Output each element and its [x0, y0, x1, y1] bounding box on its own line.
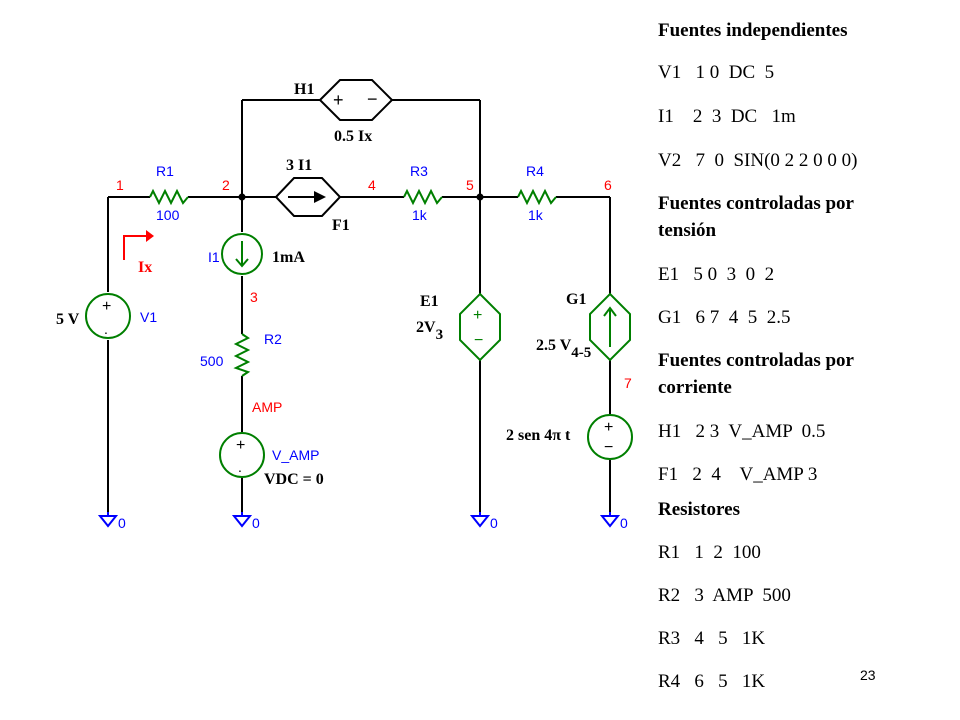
v1-value: 5 V	[56, 311, 80, 328]
netlist-line-r3: R3 4 5 1K	[658, 628, 766, 649]
ground-icon-v1	[97, 512, 119, 528]
v1-name: V1	[140, 309, 157, 325]
ground-icon-vamp	[231, 512, 253, 528]
ground-label-e1: 0	[490, 515, 498, 531]
i1-arrowhead-icon	[235, 258, 249, 268]
netlist-line-f1: F1 2 4 V_AMP 3	[658, 464, 818, 485]
section-heading-independent: Fuentes independientes	[658, 20, 848, 41]
resistor-r1	[149, 188, 189, 206]
resistor-r4	[517, 188, 557, 206]
i1-value: 1mA	[272, 249, 305, 266]
f1-value: 3 I1	[286, 157, 312, 174]
section-heading-voltage-controlled-1: Fuentes controladas por	[658, 193, 854, 214]
v1-plus-icon: +	[102, 298, 111, 315]
f1-name: F1	[332, 217, 350, 234]
v1-circle	[85, 293, 131, 339]
ground-icon-e1	[469, 512, 491, 528]
node-label-2: 2	[222, 177, 230, 193]
ground-icon-v2	[599, 512, 621, 528]
v2-source: + −	[587, 414, 633, 460]
v1-minus-icon: .	[104, 321, 108, 337]
resistor-r3	[403, 188, 443, 206]
netlist-line-r1: R1 1 2 100	[658, 542, 761, 563]
e1-name: E1	[420, 293, 439, 310]
e1-plus-icon: +	[473, 307, 482, 324]
slide-number: 23	[860, 667, 876, 683]
vamp-name: V_AMP	[272, 447, 319, 463]
r3-name: R3	[410, 163, 428, 179]
junction-node-5	[476, 193, 484, 201]
g1-source	[589, 292, 631, 362]
ground-label-vamp: 0	[252, 515, 260, 531]
i1-source	[221, 233, 263, 275]
h1-diamond	[318, 79, 394, 121]
node-label-5: 5	[466, 177, 474, 193]
h1-value: 0.5 Ix	[334, 128, 372, 145]
node-label-7: 7	[624, 375, 632, 391]
ground-label-v2: 0	[620, 515, 628, 531]
e1-diamond	[459, 292, 501, 362]
node-label-1: 1	[116, 177, 124, 193]
h1-name: H1	[294, 81, 314, 98]
vamp-circle	[219, 432, 265, 478]
g1-value: 2.5 V4-5	[536, 337, 591, 361]
v2-circle	[587, 414, 633, 460]
e1-source: + −	[459, 292, 501, 362]
ground-label-v1: 0	[118, 515, 126, 531]
node-label-6: 6	[604, 177, 612, 193]
h1-source: + −	[318, 79, 394, 121]
r1-name: R1	[156, 163, 174, 179]
f1-source	[274, 177, 342, 217]
junction-node-2	[238, 193, 246, 201]
node-label-amp: AMP	[252, 399, 282, 415]
netlist-line-r4: R4 6 5 1K	[658, 671, 766, 692]
h1-plus-icon: +	[333, 90, 344, 110]
node-label-4: 4	[368, 177, 376, 193]
f1-arrowhead-icon	[314, 191, 326, 203]
wires	[107, 99, 611, 512]
vamp-plus-icon: +	[236, 437, 245, 454]
ix-label: Ix	[138, 259, 152, 276]
netlist-line-v1: V1 1 0 DC 5	[658, 62, 775, 83]
r4-value: 1k	[528, 207, 544, 223]
netlist-line-e1: E1 5 0 3 0 2	[658, 264, 775, 285]
section-heading-voltage-controlled-2: tensión	[658, 220, 717, 241]
resistor-r2	[233, 333, 251, 377]
h1-minus-icon: −	[367, 89, 378, 109]
node-label-3: 3	[250, 289, 258, 305]
netlist-line-i1: I1 2 3 DC 1m	[658, 106, 796, 127]
section-heading-current-controlled-1: Fuentes controladas por	[658, 350, 854, 371]
netlist-line-g1: G1 6 7 4 5 2.5	[658, 307, 791, 328]
vamp-source: + .	[219, 432, 265, 478]
g1-arrowhead-icon	[603, 306, 617, 317]
r2-value: 500	[200, 353, 224, 369]
netlist-line-h1: H1 2 3 V_AMP 0.5	[658, 421, 826, 442]
r1-value: 100	[156, 207, 180, 223]
r3-value: 1k	[412, 207, 428, 223]
vamp-value: VDC = 0	[264, 471, 324, 488]
section-heading-resistors: Resistores	[658, 499, 740, 520]
netlist-line-v2: V2 7 0 SIN(0 2 2 0 0 0)	[658, 150, 858, 171]
section-heading-current-controlled-2: corriente	[658, 377, 732, 398]
i1-name: I1	[208, 249, 220, 265]
r2-name: R2	[264, 331, 282, 347]
v2-minus-icon: −	[604, 439, 613, 456]
circuit-schematic: + − + . + . + − + −	[56, 79, 633, 531]
g1-name: G1	[566, 291, 586, 308]
vamp-minus-icon: .	[238, 459, 242, 475]
v2-plus-icon: +	[604, 419, 613, 436]
e1-minus-icon: −	[474, 332, 483, 349]
ix-arrow-icon	[123, 230, 154, 260]
netlist-line-r2: R2 3 AMP 500	[658, 585, 791, 606]
e1-value: 2V3	[416, 319, 443, 343]
v1-source: + .	[85, 293, 131, 339]
r4-name: R4	[526, 163, 544, 179]
